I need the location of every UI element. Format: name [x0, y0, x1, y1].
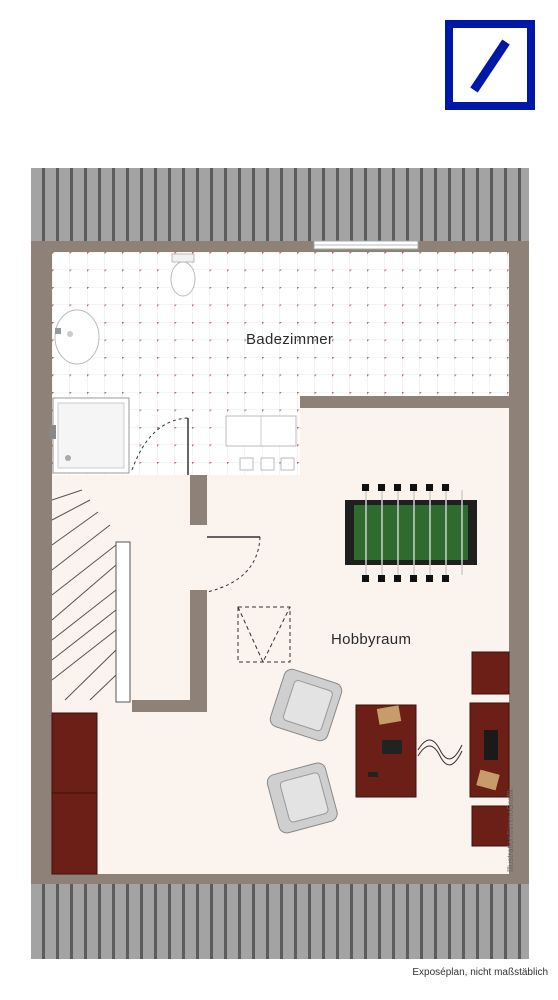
roof-bottom [31, 884, 529, 959]
toilet-icon [170, 253, 196, 297]
staircase-icon [51, 485, 131, 703]
footer-note: Exposéplan, nicht maßstäblich [412, 967, 548, 978]
door-icon [131, 417, 189, 475]
sink-icon [54, 309, 100, 365]
roof-window-icon [313, 240, 419, 250]
shower-icon [50, 397, 130, 474]
foosball-table-icon [345, 484, 477, 582]
armchair-icon [269, 668, 343, 742]
cabinet-icon [225, 415, 297, 471]
roof-window-icon [237, 606, 291, 664]
tv-cabinet-icon [469, 651, 510, 847]
cabinet-icon [51, 712, 98, 875]
room-label-badezimmer: Badezimmer [246, 331, 334, 348]
room-label-hobbyraum: Hobbyraum [331, 631, 412, 648]
door-icon [206, 536, 261, 593]
armchair-icon [266, 762, 338, 834]
deutsche-bank-logo [445, 20, 535, 110]
roof-top [31, 168, 529, 241]
coffee-table-icon [355, 704, 417, 798]
illustration-credit: Illustration©immoGrafik [506, 788, 515, 872]
